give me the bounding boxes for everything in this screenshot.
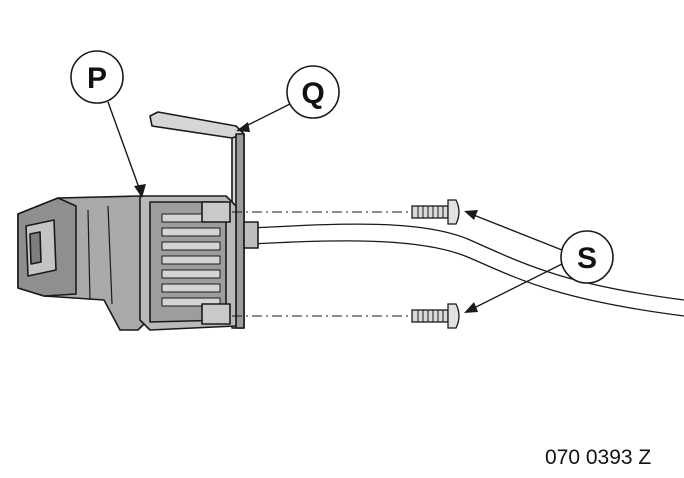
- callout-s-label: S: [577, 242, 597, 275]
- cable-lines: [251, 223, 684, 317]
- figure-code: 070 0393 Z: [545, 446, 652, 469]
- callout-p: P: [70, 50, 124, 104]
- alignment-lines: [232, 211, 412, 317]
- callout-s: S: [560, 230, 614, 284]
- callout-p-label: P: [87, 62, 107, 95]
- callout-q-label: Q: [301, 77, 324, 110]
- callout-q: Q: [286, 65, 340, 119]
- connector-p: [17, 195, 259, 331]
- screw-upper: [411, 199, 460, 225]
- screw-lower: [411, 303, 460, 329]
- leader-arrowheads: [134, 122, 478, 313]
